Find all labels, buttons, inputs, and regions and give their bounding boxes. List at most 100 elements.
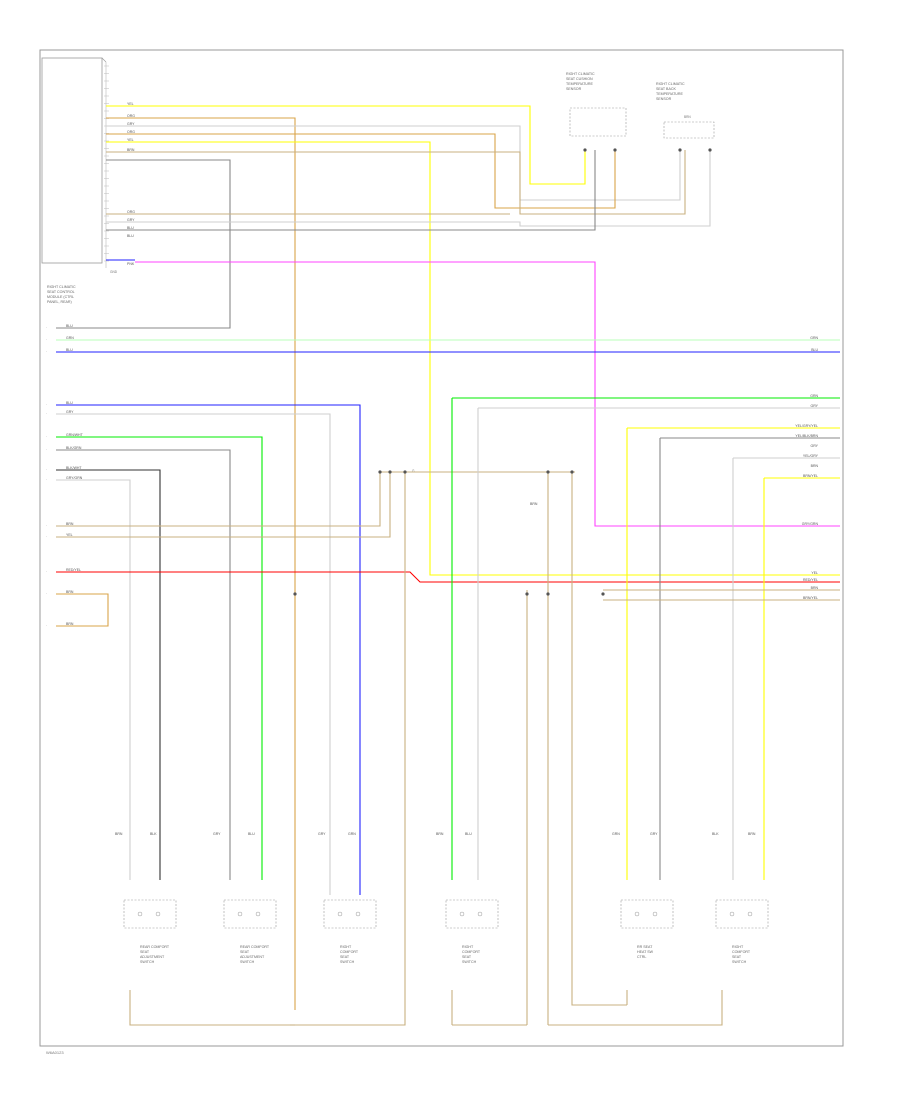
module-wire-label: ORG — [127, 114, 135, 118]
switch-wire-label: GRN — [612, 832, 620, 836]
switch-box — [323, 899, 377, 929]
switch-contact — [652, 911, 658, 917]
right-wire-label: GRY — [810, 404, 818, 408]
module-wire-label: BLU — [127, 226, 134, 230]
switch-contact — [729, 911, 735, 917]
wire — [56, 413, 331, 895]
module-wire-label: BRN — [127, 148, 135, 152]
wires — [56, 105, 840, 1026]
wire — [56, 404, 361, 895]
splice-dot — [678, 148, 682, 152]
right-wire-label: BRN — [811, 464, 819, 468]
switch-wire-label: BLK — [150, 832, 157, 836]
switch-contact — [459, 911, 465, 917]
sensor-a-caption-3: TEMPERATURE — [566, 82, 593, 86]
wire — [106, 133, 616, 209]
left-wire-label: GRY/GRN — [66, 476, 83, 480]
switch-contact — [337, 911, 343, 917]
switch-caption: HEAT SW — [637, 950, 654, 954]
switch-contact — [137, 911, 143, 917]
switch-caption: RIGHT — [340, 945, 352, 949]
left-pin-mark: · — [46, 524, 47, 528]
wire — [106, 105, 586, 185]
module-caption-2: SEAT CONTROL — [47, 290, 75, 294]
sensor-b-caption-1: RIGHT CLIMATIC — [656, 82, 685, 86]
module-bottom-pin: GND — [110, 270, 118, 274]
switch-box — [223, 899, 277, 929]
switch-box — [620, 899, 674, 929]
splice-dot — [403, 470, 407, 474]
splice-dot — [546, 470, 550, 474]
left-pin-mark: · — [46, 350, 47, 354]
connector-note: G — [412, 469, 415, 473]
footer-code: W6A0123 — [46, 1050, 64, 1055]
right-wire-label: YEL/GRY — [803, 454, 819, 458]
left-pin-mark: · — [46, 592, 47, 596]
left-pin-mark: · — [46, 624, 47, 628]
right-wire-label: GRY — [810, 444, 818, 448]
left-wire-labels: BLU·GRN·BLU·BLU·GRY·GRN/WHT·BLK/GRN·BLK/… — [46, 324, 84, 628]
splice-dot — [708, 148, 712, 152]
wire — [56, 472, 381, 527]
wire — [106, 141, 840, 576]
right-wire-label: BRN — [811, 586, 819, 590]
switch-caption: SEAT — [140, 950, 150, 954]
switch-caption: RIGHT — [462, 945, 474, 949]
module-wire-label: YEL — [127, 138, 134, 142]
top-right-sensors: RIGHT CLIMATIC SEAT CUSHION TEMPERATURE … — [412, 72, 715, 473]
wire — [106, 150, 686, 215]
left-wire-label: YEL — [66, 533, 73, 537]
sensor-b-caption-2: SEAT BACK — [656, 87, 676, 91]
left-pin-mark: · — [46, 435, 47, 439]
switch-wire-label: BLU — [465, 832, 472, 836]
left-wire-label: RED/YEL — [66, 568, 81, 572]
left-pin-mark: · — [46, 338, 47, 342]
right-wire-label: BLU — [811, 348, 818, 352]
module-pin-ticks — [104, 65, 109, 262]
sensor-a-caption-2: SEAT CUSHION — [566, 77, 593, 81]
right-wire-label: BRN/YEL — [803, 596, 818, 600]
left-wire-label: BLU — [66, 401, 73, 405]
splice-points — [293, 148, 712, 596]
sensor-b-caption-4: SENSOR — [656, 97, 672, 101]
module-wire-label: YEL — [127, 102, 134, 106]
left-wire-label: BRN — [66, 622, 74, 626]
module-caption-4: PANEL, REAR) — [47, 300, 72, 304]
right-wire-label: YEL/GRY/YEL — [795, 424, 818, 428]
switch-wire-label: BLU — [248, 832, 255, 836]
switch-caption: SEAT — [732, 955, 742, 959]
switch-wire-label: GRY — [213, 832, 221, 836]
module-caption-3: MODULE (CTRL — [47, 295, 74, 299]
module-wire-label: GRY — [127, 218, 135, 222]
left-wire-label: BLU — [66, 324, 73, 328]
splice-dot — [601, 592, 605, 596]
splice-dot — [570, 470, 574, 474]
switch-wire-label: BRN — [748, 832, 756, 836]
switch-contact — [155, 911, 161, 917]
switch-contact — [355, 911, 361, 917]
right-wire-label: YEL/BLK/BRN — [795, 434, 818, 438]
switch-wire-label: GRN — [348, 832, 356, 836]
switch-wire-label: BRN — [115, 832, 123, 836]
right-wire-label: BRN/YEL — [803, 474, 818, 478]
switch-caption: RIGHT — [732, 945, 744, 949]
sensor-a-box — [569, 107, 627, 137]
switch-contact — [634, 911, 640, 917]
sensor-a-caption-4: SENSOR — [566, 87, 582, 91]
wire — [56, 159, 231, 329]
left-wire-label: BRN — [66, 590, 74, 594]
switch-caption: COMFORT — [732, 950, 751, 954]
wire — [56, 472, 391, 538]
switch-contact — [477, 911, 483, 917]
switch-box — [445, 899, 499, 929]
right-wire-label: GRN — [810, 394, 818, 398]
splice-dot — [583, 148, 587, 152]
left-pin-mark: · — [46, 478, 47, 482]
wire — [571, 472, 627, 1006]
splice-dot — [525, 592, 529, 596]
switch-caption: SEAT — [340, 955, 350, 959]
